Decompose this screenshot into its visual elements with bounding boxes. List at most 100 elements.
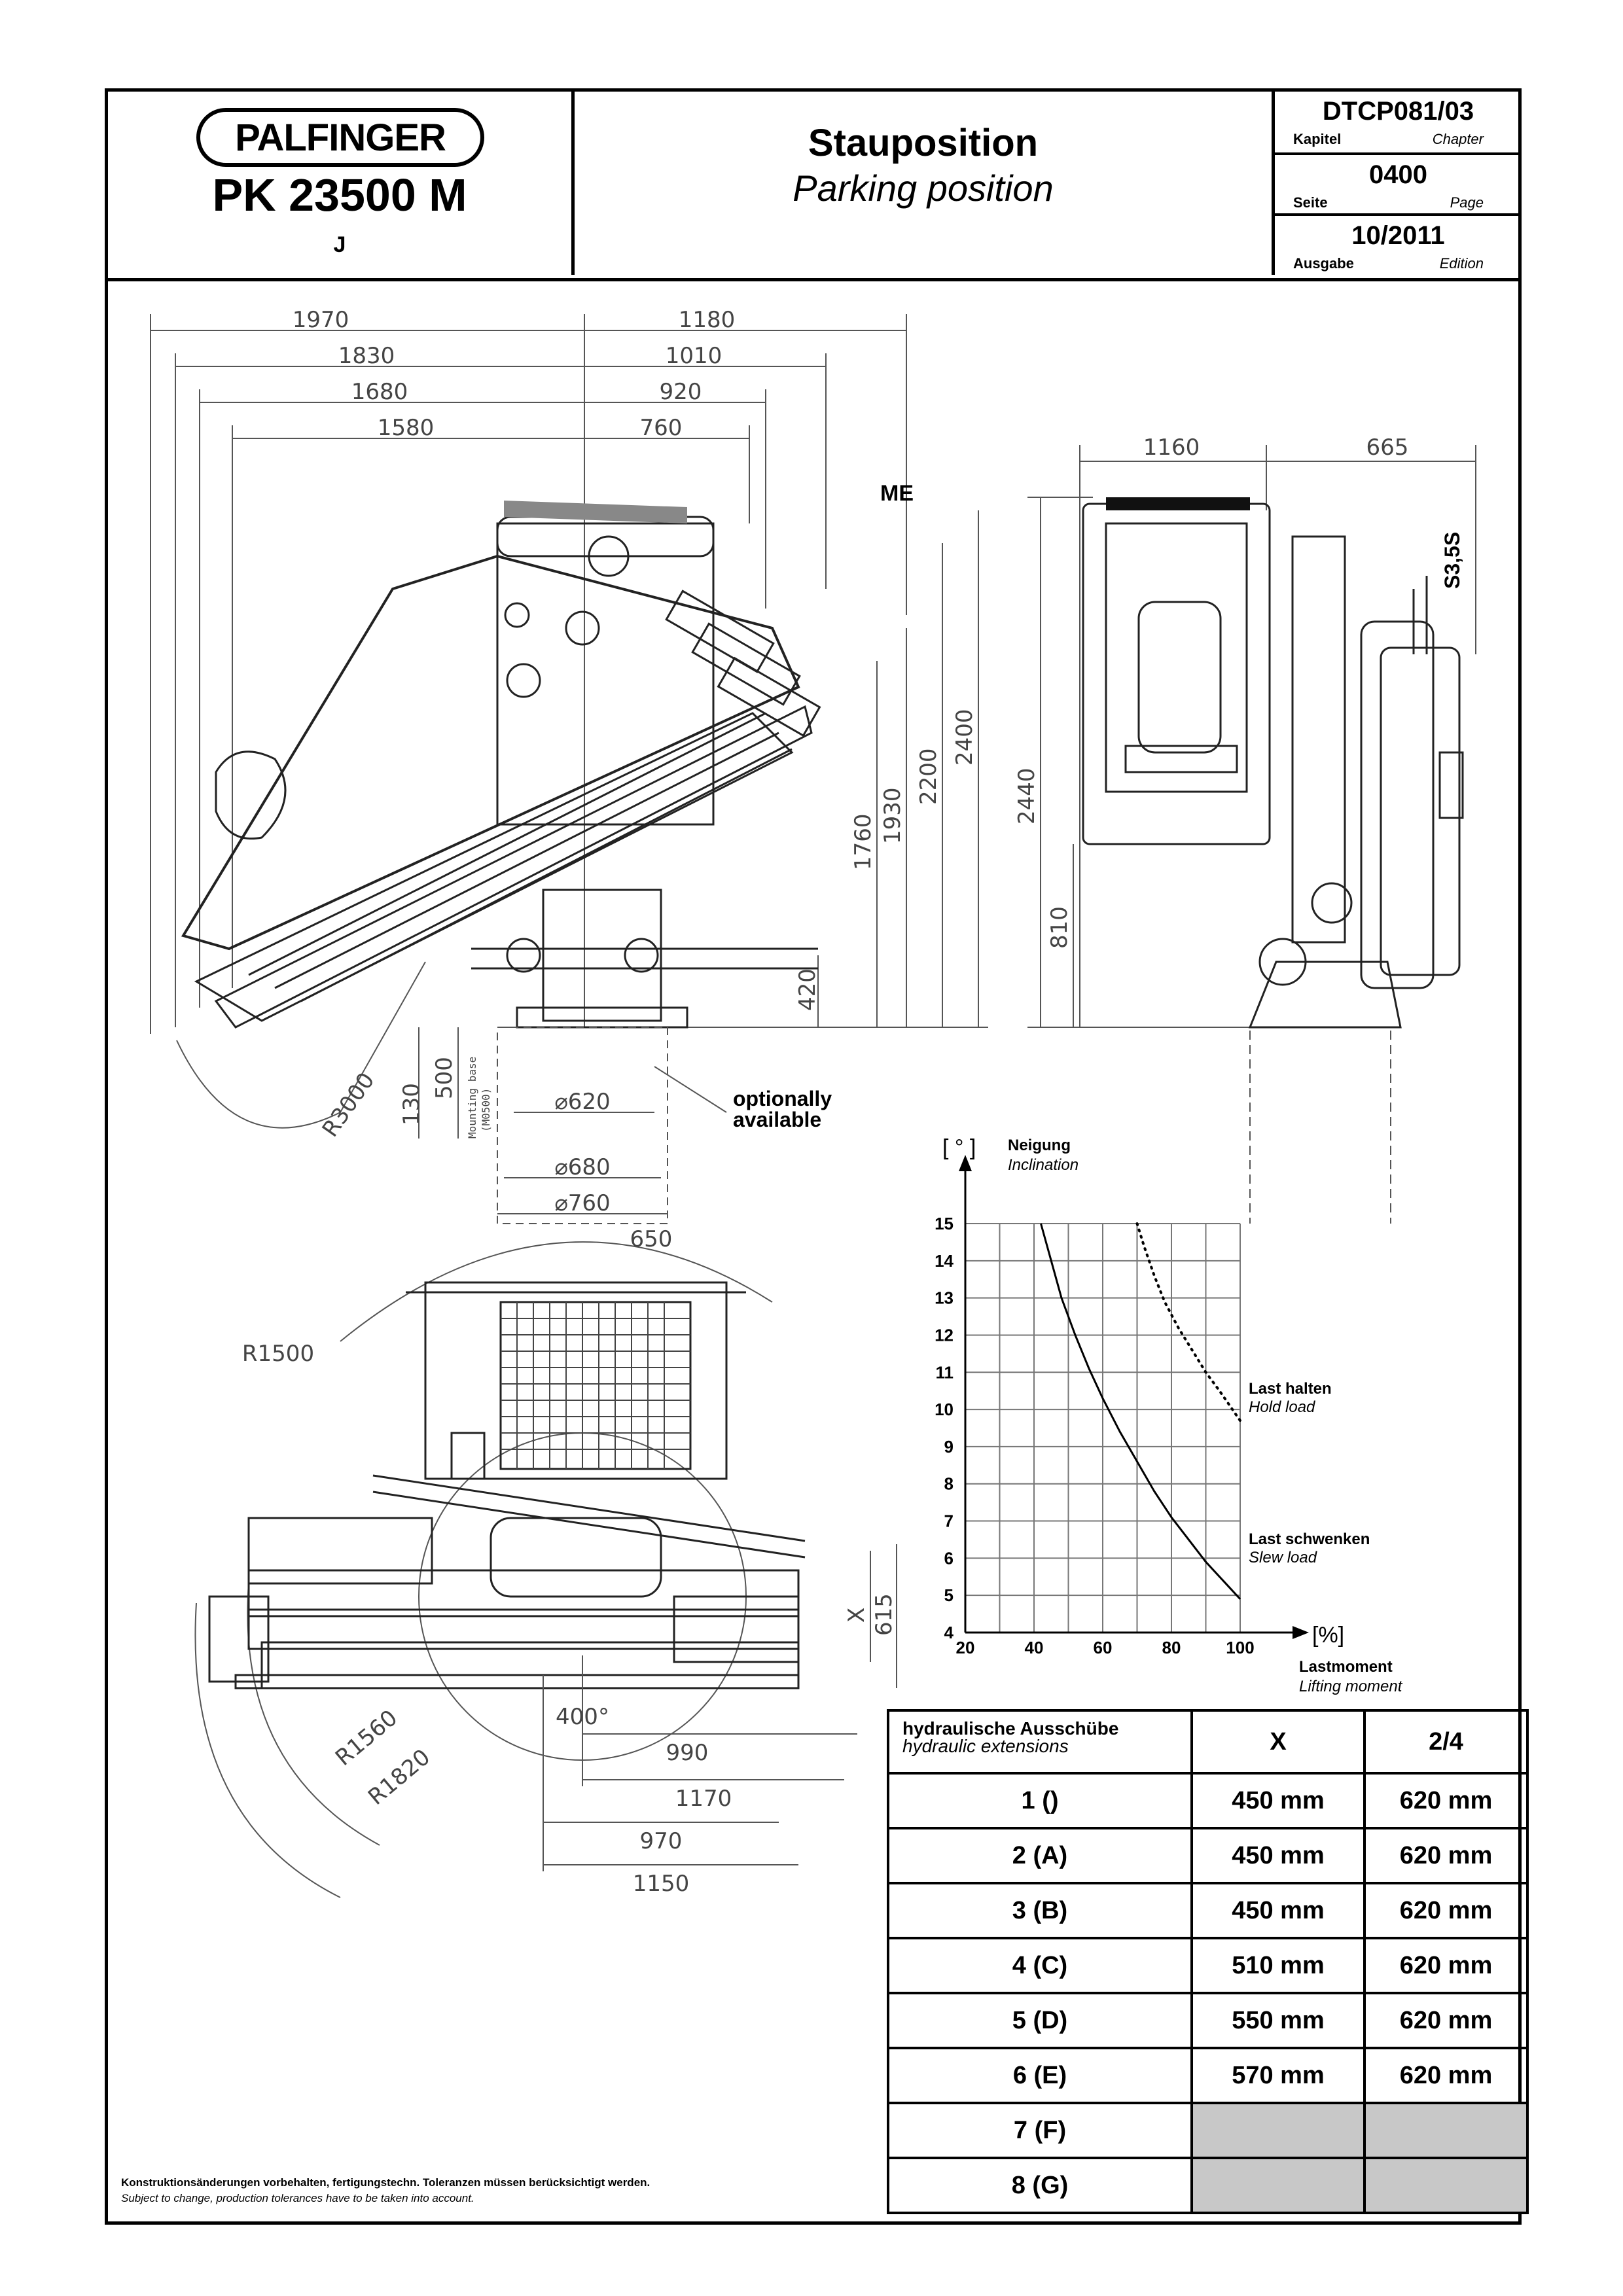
y-tick-label: 6 — [944, 1548, 954, 1568]
dim-760: 760 — [640, 415, 683, 441]
x-tick-label: 20 — [956, 1638, 975, 1657]
title-block-title-cell: Stauposition Parking position — [575, 92, 1275, 275]
height-1760: 1760 — [850, 813, 876, 870]
table-row: 7 (F) — [887, 2102, 1529, 2159]
extensions-table: hydraulische Ausschübe hydraulic extensi… — [887, 1709, 1529, 2214]
chapter-label-de: Kapitel — [1293, 131, 1342, 147]
page-title-de: Stauposition — [808, 122, 1039, 164]
angle-400: 400° — [556, 1704, 609, 1730]
series-line-hold-load — [1135, 1222, 1241, 1422]
x-axis-arrow-icon — [1293, 1626, 1309, 1639]
y-tick-label: 14 — [935, 1251, 954, 1271]
diameter-760: ⌀760 — [554, 1190, 610, 1216]
x-tick-label: 40 — [1025, 1638, 1044, 1657]
dim-650: 650 — [630, 1226, 673, 1252]
row-x-value: 450 mm — [1190, 1772, 1366, 1829]
mounting-base-code: (M0500) — [480, 1088, 492, 1132]
row-name: 6 (E) — [887, 2047, 1193, 2104]
y-tick-label: 11 — [936, 1362, 954, 1382]
edition-value: 10/2011 — [1351, 221, 1445, 250]
available-label: available — [733, 1108, 821, 1131]
height-2400: 2400 — [952, 709, 978, 766]
me-label: ME — [880, 481, 914, 506]
chart-series — [1040, 1222, 1241, 1600]
header-extensions-cell: hydraulische Ausschübe hydraulic extensi… — [887, 1709, 1193, 1775]
dim-130: 130 — [399, 1083, 425, 1125]
row-x-value: 450 mm — [1190, 1882, 1366, 1939]
front-view — [1027, 445, 1476, 1224]
footer-disclaimer-en: Subject to change, production tolerances… — [121, 2192, 474, 2204]
row-name: 3 (B) — [887, 1882, 1193, 1939]
series-line-slew-load — [1040, 1223, 1241, 1600]
row-x-value: 570 mm — [1190, 2047, 1366, 2104]
dim-1010: 1010 — [666, 343, 722, 369]
height-2200: 2200 — [916, 748, 942, 805]
legend-hold-load-en: Hold load — [1249, 1398, 1315, 1416]
dim-1160: 1160 — [1143, 434, 1200, 461]
footer-disclaimer-de: Konstruktionsänderungen vorbehalten, fer… — [121, 2176, 651, 2189]
dim-1150: 1150 — [633, 1871, 690, 1897]
row-2-4-value: 620 mm — [1363, 1772, 1529, 1829]
radius-r3000: R3000 — [317, 1068, 380, 1142]
top-view — [194, 1241, 897, 1898]
row-x-value: 550 mm — [1190, 1992, 1366, 2049]
diameter-680: ⌀680 — [554, 1154, 610, 1180]
footer-disclaimer: Konstruktionsänderungen vorbehalten, fer… — [121, 2176, 650, 2205]
title-block-model-cell: PALFINGER PK 23500 M J — [108, 92, 575, 275]
model-variant: J — [333, 232, 346, 257]
x-axis-label-de: Lastmoment — [1299, 1658, 1393, 1676]
dim-615: 615 — [871, 1593, 897, 1636]
ref-chapter: DTCP081/03 Kapitel Chapter — [1275, 92, 1522, 152]
y-tick-label: 10 — [935, 1400, 954, 1419]
row-2-4-value — [1363, 2102, 1529, 2159]
title-block-ref-cell: DTCP081/03 Kapitel Chapter 0400 Seite Pa… — [1275, 92, 1522, 275]
x-tick-label: 60 — [1094, 1638, 1113, 1657]
chart-grid — [965, 1223, 1241, 1633]
x-axis-unit: [%] — [1312, 1623, 1344, 1648]
row-x-value: 510 mm — [1190, 1937, 1366, 1994]
mounting-base-label: Mounting base — [466, 1057, 478, 1139]
dim-1830: 1830 — [338, 343, 395, 369]
radius-r1820: R1820 — [363, 1744, 435, 1810]
dim-920: 920 — [660, 379, 702, 405]
brand-logo: PALFINGER — [196, 108, 484, 167]
legend-slew-load-de: Last schwenken — [1249, 1530, 1370, 1548]
chapter-value: DTCP081/03 — [1322, 97, 1474, 126]
row-2-4-value: 620 mm — [1363, 1882, 1529, 1939]
dim-990: 990 — [666, 1740, 709, 1766]
legend-slew-load-en: Slew load — [1249, 1549, 1317, 1566]
row-name: 7 (F) — [887, 2102, 1193, 2159]
dim-1970: 1970 — [293, 307, 349, 333]
row-2-4-value: 620 mm — [1363, 1992, 1529, 2049]
x-tick-label: 100 — [1226, 1638, 1254, 1657]
row-x-value — [1190, 2157, 1366, 2214]
dim-1180: 1180 — [679, 307, 736, 333]
model-code: S3,5S — [1440, 532, 1464, 589]
dim-1170: 1170 — [675, 1786, 732, 1812]
header-extensions-en: hydraulic extensions — [902, 1736, 1069, 1756]
y-tick-label: 9 — [944, 1437, 954, 1457]
x-tick-label: 80 — [1162, 1638, 1181, 1657]
row-x-value — [1190, 2102, 1366, 2159]
extensions-table-header: hydraulische Ausschübe hydraulic extensi… — [887, 1709, 1529, 1775]
y-axis-arrow-icon — [959, 1155, 972, 1171]
dim-1680: 1680 — [351, 379, 408, 405]
header-extensions-de: hydraulische Ausschübe — [902, 1718, 1119, 1739]
side-view — [150, 314, 988, 1224]
y-tick-label: 4 — [944, 1623, 954, 1642]
diameter-620: ⌀620 — [554, 1089, 610, 1115]
row-2-4-value: 620 mm — [1363, 2047, 1529, 2104]
page-value: 0400 — [1369, 160, 1427, 189]
dim-665: 665 — [1366, 434, 1409, 461]
x-axis-label-en: Lifting moment — [1299, 1678, 1403, 1695]
optionally-label: optionally — [733, 1087, 832, 1110]
height-420: 420 — [794, 968, 821, 1011]
height-1930: 1930 — [880, 787, 906, 844]
model-name: PK 23500 M — [212, 169, 467, 221]
